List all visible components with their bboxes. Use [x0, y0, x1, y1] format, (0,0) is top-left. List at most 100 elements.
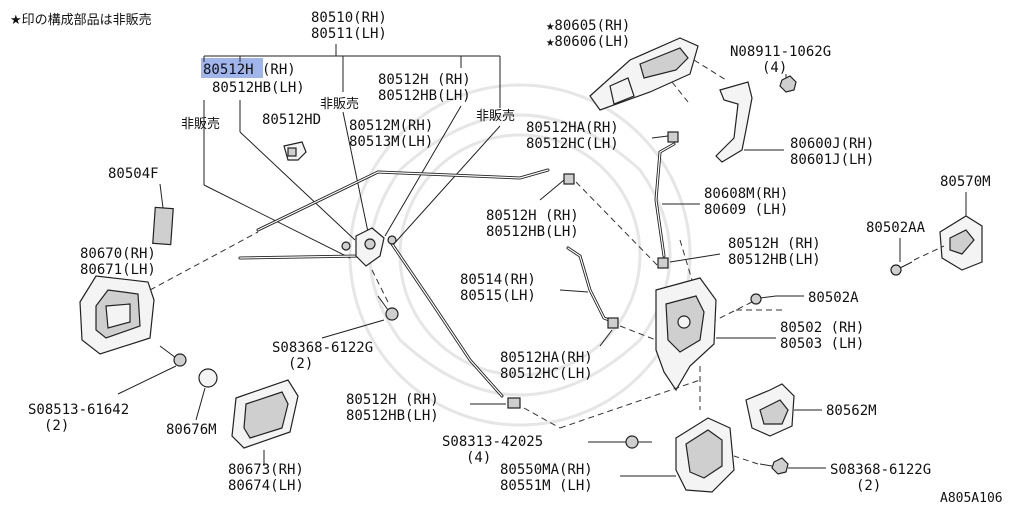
part-80512h-clip-c[interactable]	[657, 257, 669, 269]
part-80676m-cap[interactable]	[198, 368, 218, 388]
label-80551m[interactable]: 80551M (LH)	[500, 478, 593, 494]
figure-id: A805A106	[940, 491, 1003, 506]
label-80512ha-a[interactable]: 80512HA(RH)	[526, 120, 619, 136]
part-08368-bolt-b[interactable]	[759, 457, 789, 475]
part-80502-door-lock[interactable]	[655, 277, 717, 392]
label-80512ha-b[interactable]: 80512HA(RH)	[500, 350, 593, 366]
part-80512h-clip-d[interactable]	[563, 173, 575, 185]
highlighted-part-box[interactable]	[201, 58, 263, 78]
label-08368-a-qty[interactable]: (2)	[288, 356, 313, 372]
label-80514[interactable]: 80514(RH)	[460, 272, 536, 288]
label-80550ma[interactable]: 80550MA(RH)	[500, 462, 593, 478]
label-80515[interactable]: 80515(LH)	[460, 288, 536, 304]
label-80512hd[interactable]: 80512HD	[262, 112, 321, 128]
label-80673[interactable]: 80673(RH)	[228, 462, 304, 478]
part-08368-bolt-a[interactable]	[377, 295, 399, 321]
part-80512ha-clip-a[interactable]	[667, 131, 679, 143]
label-80606[interactable]: ★80606(LH)	[546, 34, 630, 50]
label-80605[interactable]: ★80605(RH)	[546, 18, 630, 34]
part-08911-nut[interactable]	[779, 75, 797, 93]
dash-80605b	[671, 81, 689, 103]
label-80512m[interactable]: 80512M(RH)	[349, 118, 433, 134]
label-80670[interactable]: 80670(RH)	[80, 246, 156, 262]
label-80512hb-a[interactable]: 80512HB(LH)	[212, 80, 305, 96]
non-sale-label-1: 非販売	[320, 96, 359, 112]
part-80600j-bracket[interactable]	[715, 81, 753, 163]
part-80512m-rod[interactable]	[256, 168, 550, 232]
label-80513m[interactable]: 80513M(LH)	[349, 134, 433, 150]
part-80670-inner-handle[interactable]	[79, 275, 155, 355]
label-80512hb-e[interactable]: 80512HB(LH)	[346, 408, 439, 424]
label-80676m[interactable]: 80676M	[166, 422, 217, 438]
label-80512h-c[interactable]: 80512H (RH)	[728, 236, 821, 252]
label-80502a[interactable]: 80502A	[808, 290, 859, 306]
part-link-lever[interactable]	[341, 227, 397, 267]
label-80512hb-d[interactable]: 80512HB(LH)	[486, 224, 579, 240]
leader-08368-a	[321, 319, 385, 339]
label-08313-qty[interactable]: (4)	[466, 450, 491, 466]
leader-80512ha-a	[651, 135, 669, 139]
part-lock-rod[interactable]	[390, 242, 504, 398]
label-80510[interactable]: 80510(RH)	[311, 10, 387, 26]
dash-80512ha-b	[619, 325, 657, 341]
label-80504f[interactable]: 80504F	[108, 166, 159, 182]
label-80601j[interactable]: 80601J(LH)	[790, 152, 874, 168]
dash-80512h-d	[575, 181, 661, 269]
leader-80504f	[159, 183, 164, 209]
non-sale-label-2: 非販売	[181, 116, 220, 132]
label-80570m[interactable]: 80570M	[940, 174, 991, 190]
label-80512hb-c[interactable]: 80512HB(LH)	[728, 252, 821, 268]
dash-80670	[149, 231, 259, 291]
part-80512hd-clip[interactable]	[283, 141, 307, 161]
dash-lock-link	[559, 379, 701, 429]
part-inner-handle-rod[interactable]	[238, 254, 362, 260]
part-80502aa-bolt[interactable]	[890, 261, 913, 276]
label-80512h-b[interactable]: 80512H (RH)	[378, 72, 471, 88]
label-80502aa[interactable]: 80502AA	[866, 220, 926, 236]
leader-80676m	[195, 387, 206, 421]
label-80503[interactable]: 80503 (LH)	[780, 336, 864, 352]
part-80570m-striker[interactable]	[939, 215, 983, 271]
label-80512h-e[interactable]: 80512H (RH)	[346, 392, 439, 408]
part-80504f-pad[interactable]	[152, 206, 174, 246]
non-sale-note: ★印の構成部品は非販売	[10, 12, 152, 28]
label-80512h-d[interactable]: 80512H (RH)	[486, 208, 579, 224]
part-80512ha-clip-b[interactable]	[607, 317, 619, 329]
label-80671[interactable]: 80671(LH)	[80, 262, 156, 278]
part-80502a-screw[interactable]	[750, 293, 777, 305]
part-80673-escutcheon[interactable]	[231, 379, 299, 449]
label-80600j[interactable]: 80600J(RH)	[790, 136, 874, 152]
part-80608m-rod[interactable]	[654, 142, 676, 258]
label-80512hc-a[interactable]: 80512HC(LH)	[526, 136, 619, 152]
label-08368-b-qty[interactable]: (2)	[856, 478, 881, 494]
label-08911-qty[interactable]: (4)	[762, 60, 787, 76]
dash-80502a	[715, 301, 753, 321]
label-80512hc-b[interactable]: 80512HC(LH)	[500, 366, 593, 382]
label-08513-qty[interactable]: (2)	[44, 418, 69, 434]
label-80609[interactable]: 80609 (LH)	[704, 202, 788, 218]
label-80562m[interactable]: 80562M	[826, 403, 877, 419]
part-08313-screw[interactable]	[625, 435, 652, 449]
label-80502[interactable]: 80502 (RH)	[780, 320, 864, 336]
label-80512hb-b[interactable]: 80512HB(LH)	[378, 88, 471, 104]
dash-80502aa	[913, 245, 945, 261]
part-80605-outside-handle[interactable]	[589, 37, 699, 111]
label-80674[interactable]: 80674(LH)	[228, 478, 304, 494]
part-80514-rod[interactable]	[566, 246, 616, 324]
label-08911[interactable]: N08911-1062G	[730, 44, 831, 60]
part-80550ma-actuator[interactable]	[675, 417, 735, 493]
label-80511[interactable]: 80511(LH)	[311, 26, 387, 42]
leader-08513	[117, 365, 177, 395]
label-08368-a[interactable]: S08368-6122G	[272, 340, 373, 356]
label-80608m[interactable]: 80608M(RH)	[704, 186, 788, 202]
part-08513-screw[interactable]	[159, 345, 187, 367]
part-80512h-clip-e[interactable]	[507, 397, 521, 409]
label-08513[interactable]: S08513-61642	[28, 402, 129, 418]
part-80562m-lock-knob[interactable]	[745, 383, 795, 437]
leader-80514	[559, 289, 589, 293]
label-08313[interactable]: S08313-42025	[442, 434, 543, 450]
leader-80512ha-b	[599, 329, 613, 347]
label-08368-b[interactable]: S08368-6122G	[830, 462, 931, 478]
label-80512h-a[interactable]: 80512H (RH)	[203, 62, 296, 78]
dash-80512h-e	[523, 407, 561, 429]
